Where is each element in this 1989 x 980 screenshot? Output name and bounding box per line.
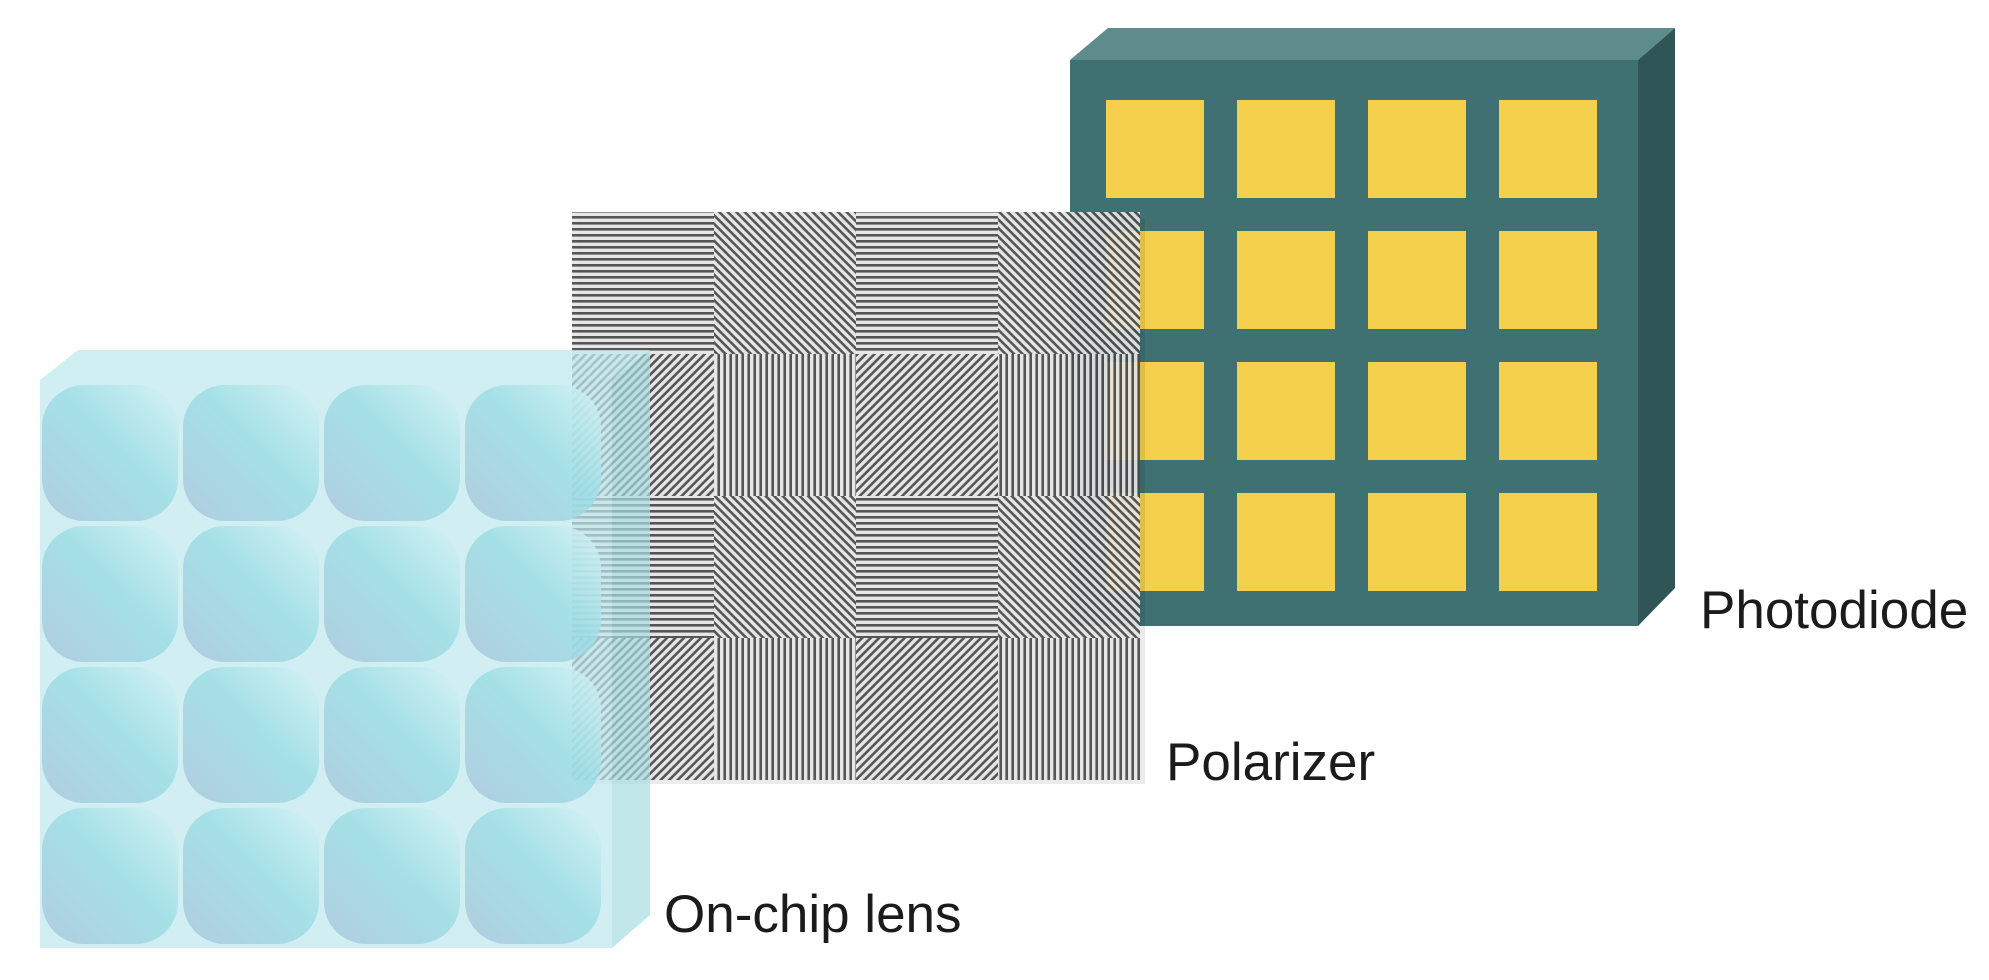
polarizer-cell-vertical [714, 354, 856, 496]
microlens [465, 385, 601, 521]
photodiode-pixel [1368, 493, 1466, 591]
photodiode-pixel [1368, 100, 1466, 198]
photodiode-pixel [1499, 100, 1597, 198]
polarizer-cell-diagonal-45 [714, 496, 856, 638]
microlens [465, 526, 601, 662]
polarizer-cell-horizontal [856, 212, 998, 354]
microlens [183, 808, 319, 944]
photodiode-layer [1070, 28, 1675, 626]
microlens [42, 808, 178, 944]
microlens [465, 667, 601, 803]
photodiode-top-face [1070, 28, 1675, 60]
microlens [42, 526, 178, 662]
polarizer-cell-diagonal-45 [998, 212, 1140, 354]
polarizer-cell-vertical [998, 638, 1140, 780]
photodiode-pixel [1237, 493, 1335, 591]
microlens-grid [42, 385, 601, 944]
microlens [324, 526, 460, 662]
polarizer-cell-grid [572, 212, 1140, 780]
polarizer-cell-diagonal-45 [998, 496, 1140, 638]
photodiode-pixel [1237, 100, 1335, 198]
photodiode-pixel [1106, 100, 1204, 198]
photodiode-pixel [1499, 493, 1597, 591]
microlens [42, 667, 178, 803]
photodiode-pixel [1368, 231, 1466, 329]
photodiode-pixel [1237, 362, 1335, 460]
polarizer-cell-diagonal-135 [856, 638, 998, 780]
polarizer-layer [572, 212, 1145, 784]
polarizer-cell-horizontal [856, 496, 998, 638]
polarizer-cell-diagonal-45 [714, 212, 856, 354]
microlens [324, 808, 460, 944]
photodiode-pixel [1368, 362, 1466, 460]
lens-side-face [612, 350, 650, 948]
photodiode-pixel [1237, 231, 1335, 329]
microlens [465, 808, 601, 944]
lens-top-face [40, 350, 650, 380]
photodiode-label: Photodiode [1700, 581, 1969, 640]
photodiode-pixel [1499, 231, 1597, 329]
polarizer-cell-vertical [998, 354, 1140, 496]
microlens [183, 667, 319, 803]
microlens [324, 385, 460, 521]
microlens [324, 667, 460, 803]
polarizer-cell-vertical [714, 638, 856, 780]
microlens [42, 385, 178, 521]
microlens [183, 526, 319, 662]
polarizer-cell-diagonal-135 [856, 354, 998, 496]
on-chip-lens-label: On-chip lens [664, 885, 962, 944]
photodiode-side-face [1638, 28, 1675, 626]
on-chip-lens-layer [40, 350, 650, 948]
photodiode-pixel [1499, 362, 1597, 460]
photodiode-pixel-grid [1106, 100, 1597, 591]
polarizer-label: Polarizer [1166, 733, 1376, 792]
polarizer-cell-horizontal [572, 212, 714, 354]
microlens [183, 385, 319, 521]
